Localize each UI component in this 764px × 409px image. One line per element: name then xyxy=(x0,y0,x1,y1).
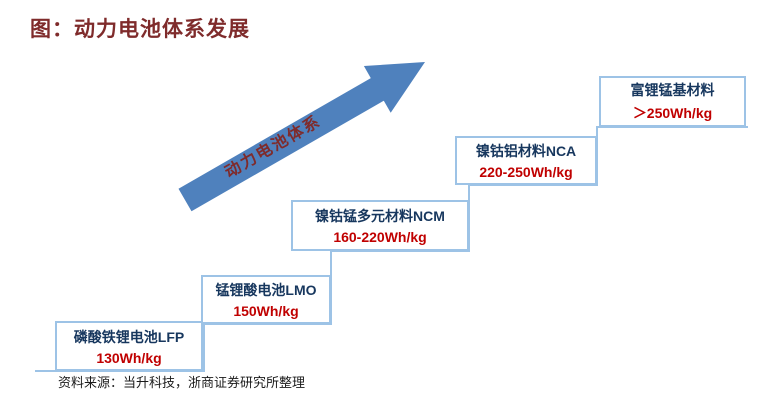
step-name: 富锂锰基材料 xyxy=(630,82,715,98)
figure-title: 图：动力电池体系发展 xyxy=(30,18,250,41)
step-value: 150Wh/kg xyxy=(233,303,299,319)
step-name: 镍钴铝材料NCA xyxy=(475,143,577,159)
source-note: 资料来源：当升科技，浙商证券研究所整理 xyxy=(58,375,306,390)
step-name: 锰锂酸电池LMO xyxy=(215,282,317,298)
step-value: 220-250Wh/kg xyxy=(479,164,573,180)
step-box-nca: 镍钴铝材料NCA 220-250Wh/kg xyxy=(455,136,597,185)
trend-arrow-icon xyxy=(178,62,425,212)
step-value: ＞250Wh/kg xyxy=(632,105,713,121)
step-value: 130Wh/kg xyxy=(96,349,162,366)
step-box-li-rich-mn: 富锂锰基材料 ＞250Wh/kg xyxy=(599,76,746,127)
step-name: 镍钴锰多元材料NCM xyxy=(315,208,445,224)
staircase-line xyxy=(35,126,748,372)
step-value: 160-220Wh/kg xyxy=(333,229,427,245)
step-box-lmo: 锰锂酸电池LMO 150Wh/kg xyxy=(201,275,331,324)
step-name: 磷酸铁锂电池LFP xyxy=(73,328,185,345)
step-box-lfp: 磷酸铁锂电池LFP 130Wh/kg xyxy=(55,321,203,371)
step-box-ncm: 镍钴锰多元材料NCM 160-220Wh/kg xyxy=(291,200,469,251)
